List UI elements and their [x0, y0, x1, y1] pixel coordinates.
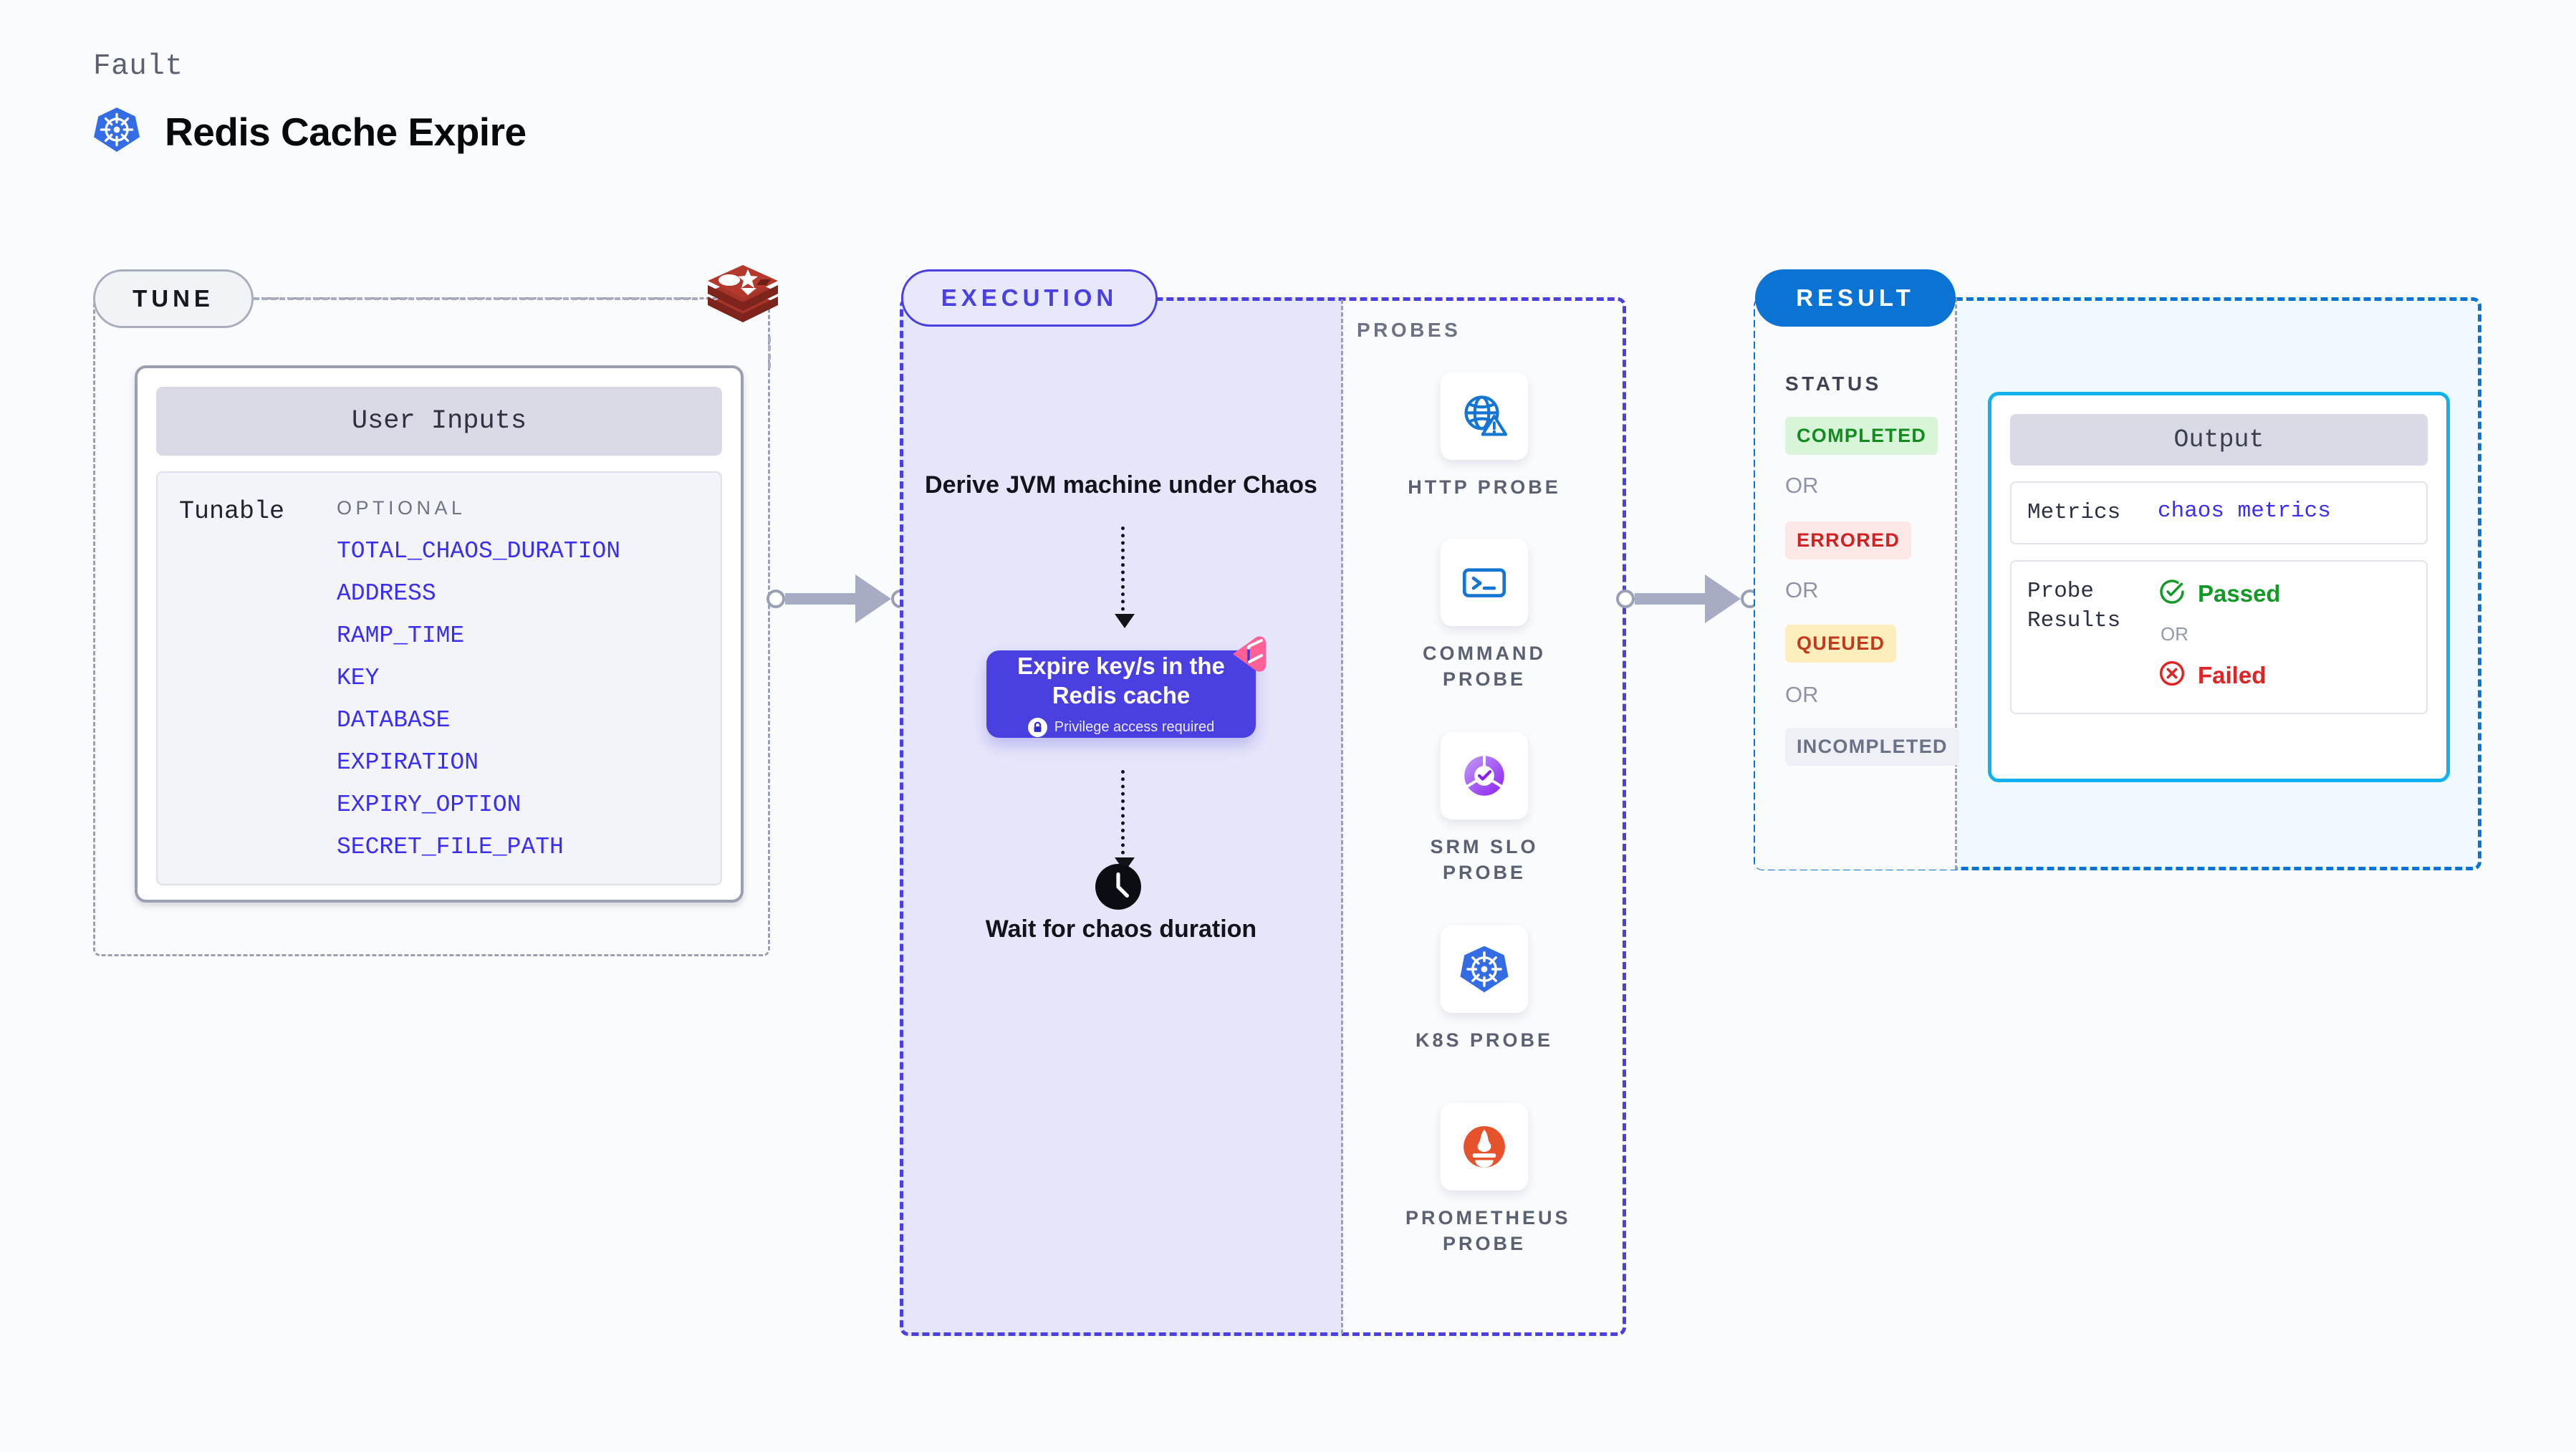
probe-label: K8S PROBE	[1415, 1029, 1554, 1051]
execution-action-title: Expire key/s in the Redis cache	[1017, 652, 1225, 708]
tunable-item[interactable]: KEY	[337, 665, 380, 691]
execution-action-card[interactable]: Expire key/s in the Redis cache Privileg…	[986, 636, 1266, 738]
tunable-item[interactable]: ADDRESS	[337, 580, 436, 607]
check-circle-icon	[2158, 577, 2186, 610]
probe-result-failed-label: Failed	[2198, 661, 2267, 688]
execution-step-top: Derive JVM machine under Chaos	[925, 471, 1317, 499]
tunable-item[interactable]: EXPIRY_OPTION	[337, 792, 522, 818]
probe-results-values: Passed OR Failed	[2158, 577, 2281, 691]
status-badge-queued: QUEUED	[1785, 625, 1897, 663]
connector-arrowhead	[1705, 574, 1741, 623]
terminal-icon	[1441, 539, 1528, 626]
output-title: Output	[2010, 414, 2428, 466]
connector-arrowhead	[855, 574, 891, 623]
status-header: STATUS	[1785, 372, 1882, 395]
execution-stage-pill[interactable]: EXECUTION	[901, 269, 1158, 327]
page-header: Fault Redis Cache Expire	[93, 50, 527, 157]
redis-logo	[703, 252, 782, 335]
probe-label: SRM SLO PROBE	[1430, 836, 1539, 884]
title-row: Redis Cache Expire	[93, 106, 527, 157]
tune-to-execution-arrow	[766, 574, 910, 623]
status-badge-incompleted: INCOMPLETED	[1785, 728, 1959, 766]
probe-label: PROMETHEUS PROBE	[1405, 1207, 1571, 1255]
user-inputs-title: User Inputs	[156, 387, 722, 456]
execution-probes-region	[900, 297, 1626, 1336]
or-separator: OR	[1785, 682, 1819, 707]
output-probe-results-row: Probe Results Passed OR	[2010, 560, 2428, 715]
output-metrics-key: Metrics	[2027, 500, 2121, 525]
tunable-item[interactable]: SECRET_FILE_PATH	[337, 834, 564, 860]
output-metrics-row: Metrics chaos metrics	[2010, 481, 2428, 545]
or-separator: OR	[2161, 623, 2188, 645]
probe-result-passed: Passed	[2158, 577, 2281, 610]
execution-to-result-arrow	[1616, 574, 1759, 623]
probe-item-prometheus[interactable]: PROMETHEUS PROBE	[1405, 1103, 1571, 1257]
flow-arrow-down	[1115, 527, 1135, 628]
execution-action-note: Privilege access required	[1027, 718, 1215, 738]
slo-donut-check-icon	[1441, 732, 1528, 819]
optional-column-header: OPTIONAL	[337, 497, 466, 519]
output-metrics-value[interactable]: chaos metrics	[2158, 499, 2331, 524]
tunable-item[interactable]: EXPIRATION	[337, 749, 479, 776]
optional-column: OPTIONAL TOTAL_CHAOS_DURATION ADDRESS RA…	[337, 497, 721, 884]
eyebrow-label: Fault	[93, 50, 183, 83]
status-column	[1755, 298, 1957, 870]
or-separator: OR	[1785, 577, 1819, 602]
or-separator: OR	[1785, 473, 1819, 498]
output-probe-results-key: Probe Results	[2027, 579, 2121, 633]
tune-stage-pill[interactable]: TUNE	[93, 269, 254, 328]
flow-arrow-down	[1115, 770, 1135, 872]
connector-shaft	[1635, 593, 1705, 605]
prometheus-icon	[1441, 1103, 1528, 1191]
tunable-item[interactable]: DATABASE	[337, 707, 451, 734]
kubernetes-icon	[93, 106, 140, 157]
execution-probes-divider	[1341, 299, 1343, 1334]
globe-warning-icon	[1441, 372, 1528, 460]
probe-item-k8s[interactable]: K8S PROBE	[1405, 925, 1563, 1053]
connector-endpoint	[1616, 590, 1635, 608]
connector-shaft	[785, 593, 855, 605]
connector-endpoint	[766, 590, 785, 608]
tunable-item[interactable]: RAMP_TIME	[337, 622, 465, 649]
probes-section-label: PROBES	[1357, 319, 1461, 341]
chaos-badge-icon	[1227, 633, 1272, 678]
x-circle-icon	[2158, 659, 2186, 691]
probe-item-command[interactable]: COMMAND PROBE	[1405, 539, 1563, 693]
lock-icon	[1027, 718, 1047, 738]
target-drop-connector	[768, 337, 771, 368]
tunable-group-label: Tunable	[179, 497, 285, 526]
tune-to-target-connector	[254, 297, 698, 300]
user-inputs-card: User Inputs Tunable OPTIONAL TOTAL_CHAOS…	[135, 365, 744, 903]
tunable-item[interactable]: TOTAL_CHAOS_DURATION	[337, 538, 621, 564]
execution-action-note-text: Privilege access required	[1054, 719, 1215, 736]
execution-step-bottom: Wait for chaos duration	[985, 915, 1257, 943]
probe-item-srm-slo[interactable]: SRM SLO PROBE	[1405, 732, 1563, 886]
user-inputs-body: Tunable OPTIONAL TOTAL_CHAOS_DURATION AD…	[156, 471, 722, 885]
clock-icon	[1095, 863, 1142, 914]
result-stage-pill[interactable]: RESULT	[1755, 269, 1956, 327]
probe-label: HTTP PROBE	[1408, 476, 1561, 498]
probe-item-http[interactable]: HTTP PROBE	[1405, 372, 1563, 500]
output-card: Output Metrics chaos metrics Probe Resul…	[1988, 392, 2450, 782]
kubernetes-icon	[1441, 925, 1528, 1013]
status-badge-errored: ERRORED	[1785, 521, 1912, 559]
probe-label: COMMAND PROBE	[1423, 643, 1546, 691]
page-title: Redis Cache Expire	[165, 109, 527, 154]
probe-result-failed: Failed	[2158, 659, 2281, 691]
probe-result-passed-label: Passed	[2198, 580, 2281, 607]
status-badge-completed: COMPLETED	[1785, 417, 1938, 455]
